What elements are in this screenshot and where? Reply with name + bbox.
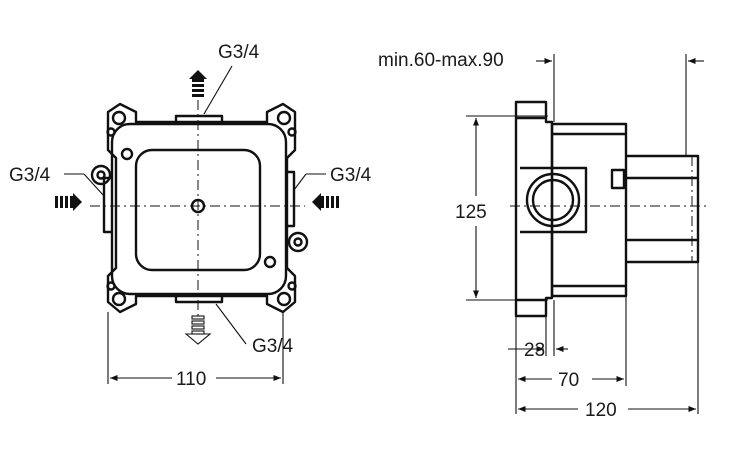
dimension-width: 110 [176,369,206,390]
screw-hole-bottom-right [276,291,292,307]
screw-hole-top-right-2 [287,127,297,137]
flow-arrow-left-icon [312,193,339,211]
flow-arrow-up-icon [189,70,207,97]
side-port-ring [525,172,581,228]
side-view: min.60-max.90 125 23 70 120 [378,50,710,421]
side-port [520,166,588,234]
port-top [174,114,224,124]
port-left [102,176,112,234]
flow-arrow-down-icon [184,315,212,345]
front-view: G3/4 G3/4 G3/4 G3/4 110 [9,42,372,390]
label-top-thread: G3/4 [218,42,260,63]
dimension-height: 125 [455,202,487,223]
port-right [286,170,296,228]
dimension-70: 70 [558,370,579,391]
screw-hole-top-right [276,110,292,126]
dimension-depth-adjust: min.60-max.90 [378,50,504,71]
dimension-120: 120 [585,400,617,421]
label-bottom-thread: G3/4 [252,336,294,357]
screw-hole-bottom-left [111,291,127,307]
flow-arrow-right-icon [55,193,82,211]
side-body [550,122,628,298]
side-flange [514,100,554,318]
label-right-thread: G3/4 [330,165,372,186]
screw-hole-top-left [111,110,127,126]
port-bottom [174,294,224,304]
side-lug-left [90,164,112,186]
side-lug-right [287,231,309,253]
dimension-23: 23 [524,340,545,361]
side-extension [626,154,700,264]
valve-body [110,122,288,296]
label-left-thread: G3/4 [9,165,51,186]
mounting-frame [106,102,297,314]
screw-hole-bottom-right-2 [287,281,297,291]
